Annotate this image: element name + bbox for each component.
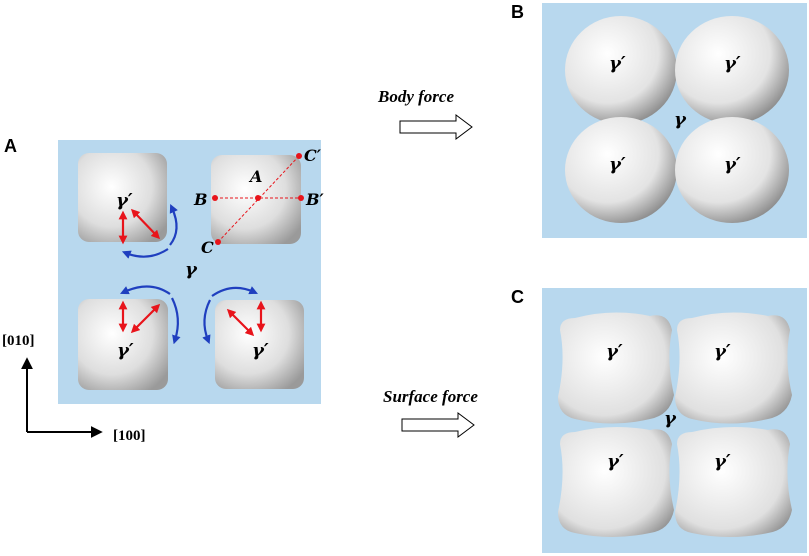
precipitate-label: γ′ [724,154,741,175]
precipitate-label: γ′ [714,341,731,362]
rotation-arrows [120,203,259,345]
body-force-label: Body force [377,87,454,106]
surface-force-label: Surface force [383,387,478,406]
matrix-label-b: γ [674,109,687,130]
stress-arrow-icon [130,303,161,334]
point-b-marker [212,195,218,201]
rotation-arrow-icon [202,299,211,345]
rotation-arrow-icon [120,285,171,295]
point-b-prime-label: B′ [305,190,325,209]
precipitate-label: γ′ [714,451,731,472]
point-c-prime-label: C′ [304,146,322,165]
precipitate-label: γ′ [609,154,626,175]
panel-c-label: C [511,287,524,307]
precipitate-label: γ′ [724,53,741,74]
stress-arrow-icon [226,308,255,337]
point-c-marker [215,239,221,245]
precipitate-bottom-right: γ′ [215,300,304,389]
rotation-arrow-icon [121,248,169,259]
stress-arrow-icon [130,208,161,240]
point-c-prime-marker [296,153,302,159]
panel-b-label: B [511,2,524,22]
rotation-arrow-icon [171,297,181,345]
point-a-label: A [248,167,262,186]
surface-force-arrow-icon [401,412,475,438]
precipitate-label: γ′ [116,190,133,211]
precipitate-label: γ′ [607,451,624,472]
matrix-label-a: γ [185,259,198,280]
cuboidal-precipitates [558,312,792,537]
point-a-marker [255,195,261,201]
point-c-label: C [201,238,214,257]
spherical-precipitates [565,16,789,223]
point-b-prime-marker [298,195,304,201]
stress-arrows [118,208,266,337]
precipitate-label: γ′ [117,340,134,361]
point-b-label: B [193,190,208,209]
rotation-arrow-icon [169,203,178,246]
panel-a-label: A [4,136,17,156]
matrix-label-c: γ [664,408,677,429]
precipitate-label: γ′ [609,53,626,74]
precipitate-label: γ′ [252,340,269,361]
axis-010-label: [010] [2,333,35,349]
body-force-arrow-icon [399,114,473,140]
rotation-arrow-icon [211,286,259,297]
axis-100-label: [100] [113,428,146,444]
precipitate-label: γ′ [606,341,623,362]
